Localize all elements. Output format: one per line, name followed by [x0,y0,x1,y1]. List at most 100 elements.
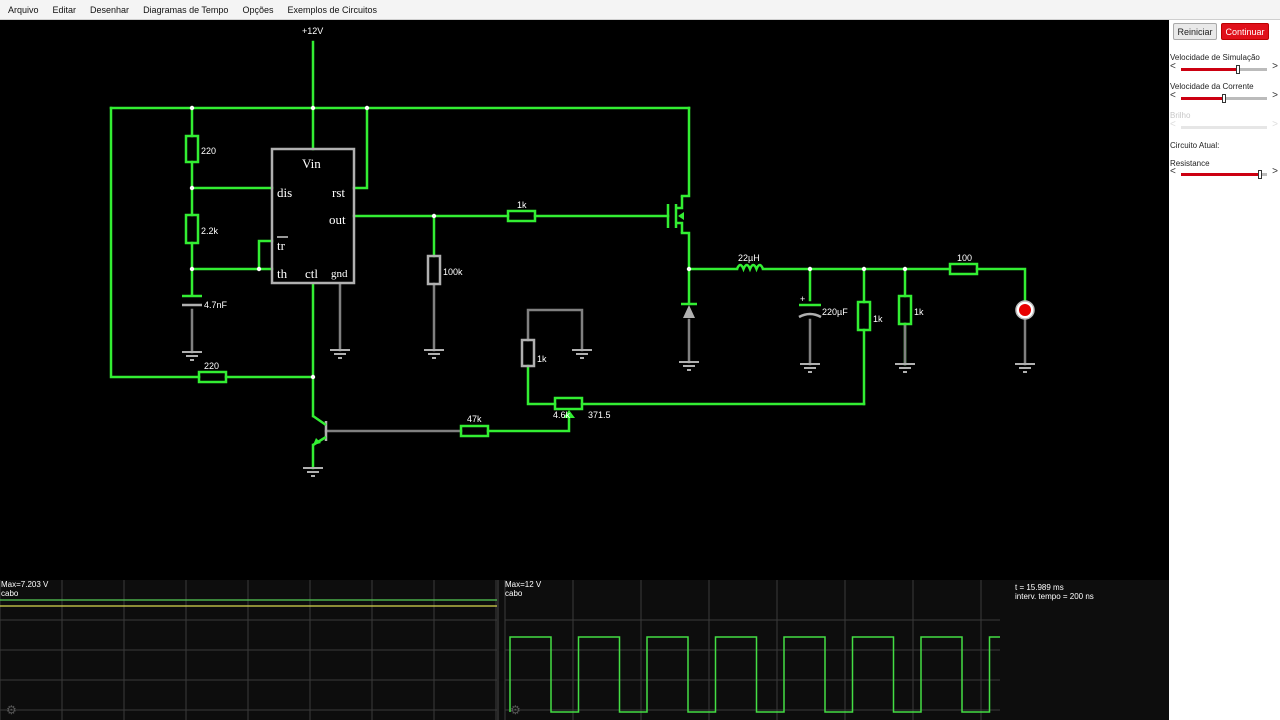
slider-knob[interactable] [1235,65,1240,74]
chevron-left-icon[interactable]: < [1170,166,1176,177]
brightness-label: Brilho [1170,111,1191,120]
junction-dot [310,105,316,111]
scope-right-name: cabo [505,589,523,598]
label-c-plus: + [800,294,805,304]
slider-fill [1181,173,1261,176]
junction-dot [189,266,195,272]
junction-dot [686,266,692,272]
resistor-1k-feedback [520,338,536,368]
led-indicator [1019,304,1031,316]
junction-dot [431,213,437,219]
scope-panel: ⚙ ⚙ Max=7.203 V cabo Max=12 V cabo t = 1… [0,580,1169,720]
potentiometer-wiper-icon [563,410,575,418]
reset-button[interactable]: Reiniciar [1173,23,1217,40]
brightness-slider: < > [1169,119,1280,132]
scope-left-name: cabo [1,589,19,598]
resistance-label: Resistance [1170,159,1210,168]
label-r1k-gate: 1k [517,200,527,210]
resistor-1k-a [856,300,872,332]
gear-icon: ⚙ [6,703,17,717]
slider-fill [1181,97,1224,100]
circuit-canvas[interactable]: +12V 220 2.2k 4.7nF 220 100k 1k 22µH + 2… [0,20,1169,580]
ground-icon [679,361,699,371]
potentiometer [553,396,584,411]
inductor-22uh [735,263,765,273]
menu-arquivo[interactable]: Arquivo [8,4,39,15]
ground-icon [330,349,350,359]
slider-knob[interactable] [1222,94,1226,103]
scope-right-grid [504,580,1000,720]
label-r100k: 100k [443,267,463,277]
wire-feedback [526,364,866,406]
ic-pin-rst: rst [332,185,345,200]
wire-feedback-idle [526,308,584,352]
scope-left-max: Max=7.203 V [1,580,49,589]
wire-rst [352,106,369,190]
ic-pin-th: th [277,266,288,281]
label-c220uf: 220µF [822,307,848,317]
menu-editar[interactable]: Editar [52,4,77,15]
menu-diagramas-de-tempo[interactable]: Diagramas de Tempo [143,4,229,15]
menu-opcoes[interactable]: Opções [242,4,274,15]
sim-speed-slider[interactable]: < > [1169,61,1280,74]
scope-left-grid [0,580,497,720]
ic-pin-tr: tr [277,238,286,253]
label-c4-7nf: 4.7nF [204,300,228,310]
current-circuit-label: Circuito Atual: [1170,141,1220,150]
chevron-left-icon[interactable]: < [1170,61,1176,72]
label-l22uh: 22µH [738,253,760,263]
gear-icon: ⚙ [510,703,521,717]
scope-right-max: Max=12 V [505,580,542,589]
menu-exemplos-de-circuitos[interactable]: Exemplos de Circuitos [287,4,378,15]
mosfet-arrow-icon [678,212,684,220]
label-r1k-feedback: 1k [537,354,547,364]
menu-desenhar[interactable]: Desenhar [90,4,130,15]
transistor-collector [312,414,327,427]
wire-mosfet-source [680,231,691,304]
resistor-47k [459,424,490,438]
chevron-right-icon[interactable]: > [1272,90,1278,101]
slider-fill [1181,68,1238,71]
slider-knob[interactable] [1258,170,1263,179]
ground-icon [303,467,323,477]
label-r220-bottom: 220 [204,361,219,371]
resistor-2-2k [184,213,200,245]
chevron-right-icon[interactable]: > [1272,166,1278,177]
ic-pin-dis: dis [277,185,292,200]
resistor-100 [948,262,979,276]
chevron-left-icon: < [1170,119,1176,130]
junction-dot [310,374,316,380]
ground-icon [572,349,592,359]
resistor-220-top [184,134,200,164]
junction-dot [189,105,195,111]
label-r47k: 47k [467,414,482,424]
chevron-right-icon[interactable]: > [1272,61,1278,72]
capacitor-220uf-curve [798,312,822,319]
label-r220-top: 220 [201,146,216,156]
scope-time: t = 15.989 ms [1015,583,1064,592]
resistance-slider[interactable]: < > [1169,166,1280,179]
current-speed-slider[interactable]: < > [1169,90,1280,103]
resistor-220-bottom [197,370,228,384]
run-button[interactable]: Continuar [1221,23,1269,40]
label-pot-value: 4.6k [553,410,571,420]
chevron-left-icon[interactable]: < [1170,90,1176,101]
mosfet-leads [676,196,684,233]
timer-555-ic [270,147,356,285]
circuit-diagram[interactable]: +12V 220 2.2k 4.7nF 220 100k 1k 22µH + 2… [0,20,1169,580]
label-r1k-b: 1k [914,307,924,317]
ground-icon [424,349,444,359]
sim-speed-label: Velocidade de Simulação [1170,53,1260,62]
label-r1k-a: 1k [873,314,883,324]
wire-47k [486,414,571,433]
ground-icon [800,363,820,373]
junction-dot [902,266,908,272]
ground-symbols [182,349,1035,477]
resistor-100k [426,254,442,286]
scope-plots[interactable]: ⚙ ⚙ [0,580,1169,720]
wire-output-rail [687,267,1027,302]
wire-ground-idle [190,282,1027,366]
label-pot-position: 371.5 [588,410,611,420]
wire-mosfet-drain [680,106,691,198]
ic-pin-ctl: ctl [305,266,318,281]
